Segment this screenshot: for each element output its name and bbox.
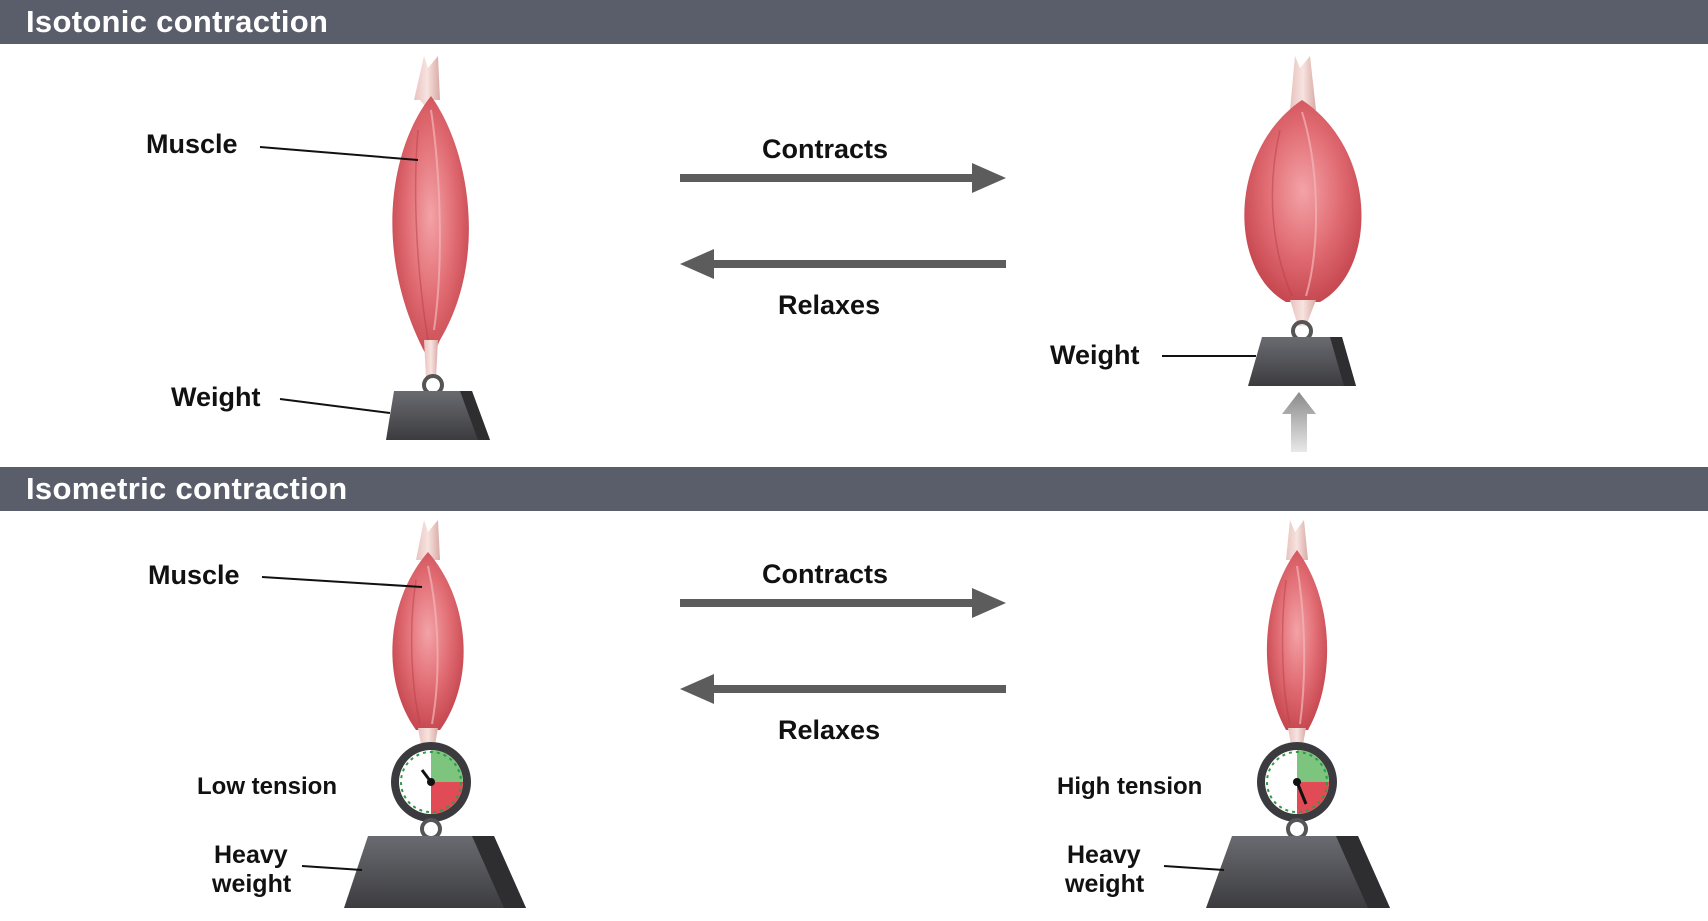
isometric-left-muscle-leader [261,576,423,588]
isometric-title: Isometric contraction [26,471,348,506]
isometric-left-weight-label-line2: weight [211,870,292,898]
isometric-contracts-arrow [680,588,1006,618]
isometric-left-weight-label-line1: Heavy [214,841,288,869]
isotonic-contracts-arrow [680,163,1006,193]
isometric-banner: Isometric contraction [0,467,1708,511]
isometric-right-weight [1206,818,1390,908]
isometric-right-weight-leader [1163,865,1225,871]
high-tension-gauge [1257,742,1337,822]
isotonic-left-muscle-leader [259,146,419,161]
isotonic-relaxes-label: Relaxes [778,290,880,320]
isometric-right-weight-label-line1: Heavy [1067,841,1141,869]
isotonic-left-muscle [392,56,469,378]
isometric-left-weight [344,818,526,908]
isotonic-contracts-label: Contracts [762,134,888,164]
isometric-contracts-label: Contracts [762,559,888,589]
isometric-relaxes-arrow [680,674,1006,704]
isotonic-banner: Isotonic contraction [0,0,1708,44]
lift-up-arrow [1282,392,1316,452]
low-tension-gauge [391,742,471,822]
isometric-right-muscle [1266,520,1328,750]
isotonic-left-weight-label: Weight [171,382,261,412]
isotonic-right-muscle [1244,56,1362,326]
isotonic-title: Isotonic contraction [26,4,329,39]
isotonic-relaxes-arrow [680,249,1006,279]
isotonic-left-muscle-label: Muscle [146,129,238,159]
isotonic-right-weight-label: Weight [1050,340,1140,370]
isotonic-right-weight [1248,320,1356,386]
isometric-left-weight-leader [301,865,363,871]
isotonic-left-weight-leader [279,398,391,414]
isometric-relaxes-label: Relaxes [778,715,880,745]
isotonic-left-weight [386,374,490,440]
isometric-left-muscle-label: Muscle [148,560,240,590]
high-tension-label: High tension [1057,773,1202,800]
low-tension-label: Low tension [197,773,337,800]
isometric-right-weight-label-line2: weight [1064,870,1145,898]
isometric-left-muscle [392,520,464,750]
